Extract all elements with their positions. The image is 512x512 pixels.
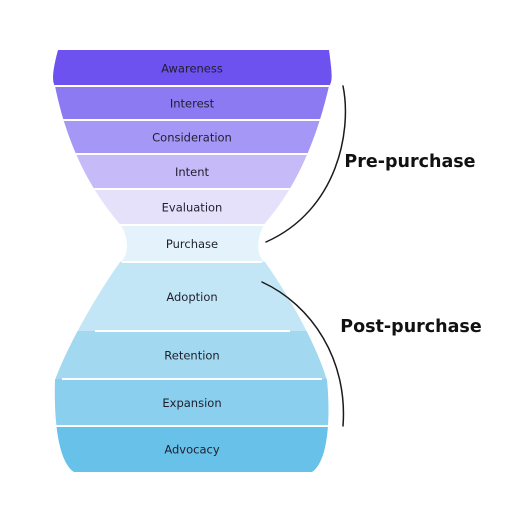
band-advocacy [53,426,332,472]
post-purchase-label: Post-purchase [340,317,482,337]
pre-purchase-bracket [265,85,347,243]
stage-label-awareness: Awareness [161,62,223,76]
band-awareness [53,50,332,87]
stage-label-intent: Intent [175,165,210,179]
band-consideration [53,120,332,155]
band-expansion [53,379,332,427]
stage-label-consideration: Consideration [152,131,232,145]
band-intent [53,154,332,190]
stage-label-expansion: Expansion [162,396,221,410]
post-purchase-bracket [261,281,345,427]
stage-labels: AwarenessInterestConsiderationIntentEval… [152,62,232,457]
band-dividers [53,85,331,427]
stage-label-interest: Interest [170,97,215,111]
stage-label-adoption: Adoption [166,290,217,304]
stage-label-retention: Retention [164,349,219,363]
stage-label-purchase: Purchase [166,237,218,251]
band-retention [53,331,332,380]
band-interest [53,86,332,121]
pre-purchase-label: Pre-purchase [344,152,475,172]
stage-label-advocacy: Advocacy [164,443,219,457]
stage-label-evaluation: Evaluation [162,201,223,215]
